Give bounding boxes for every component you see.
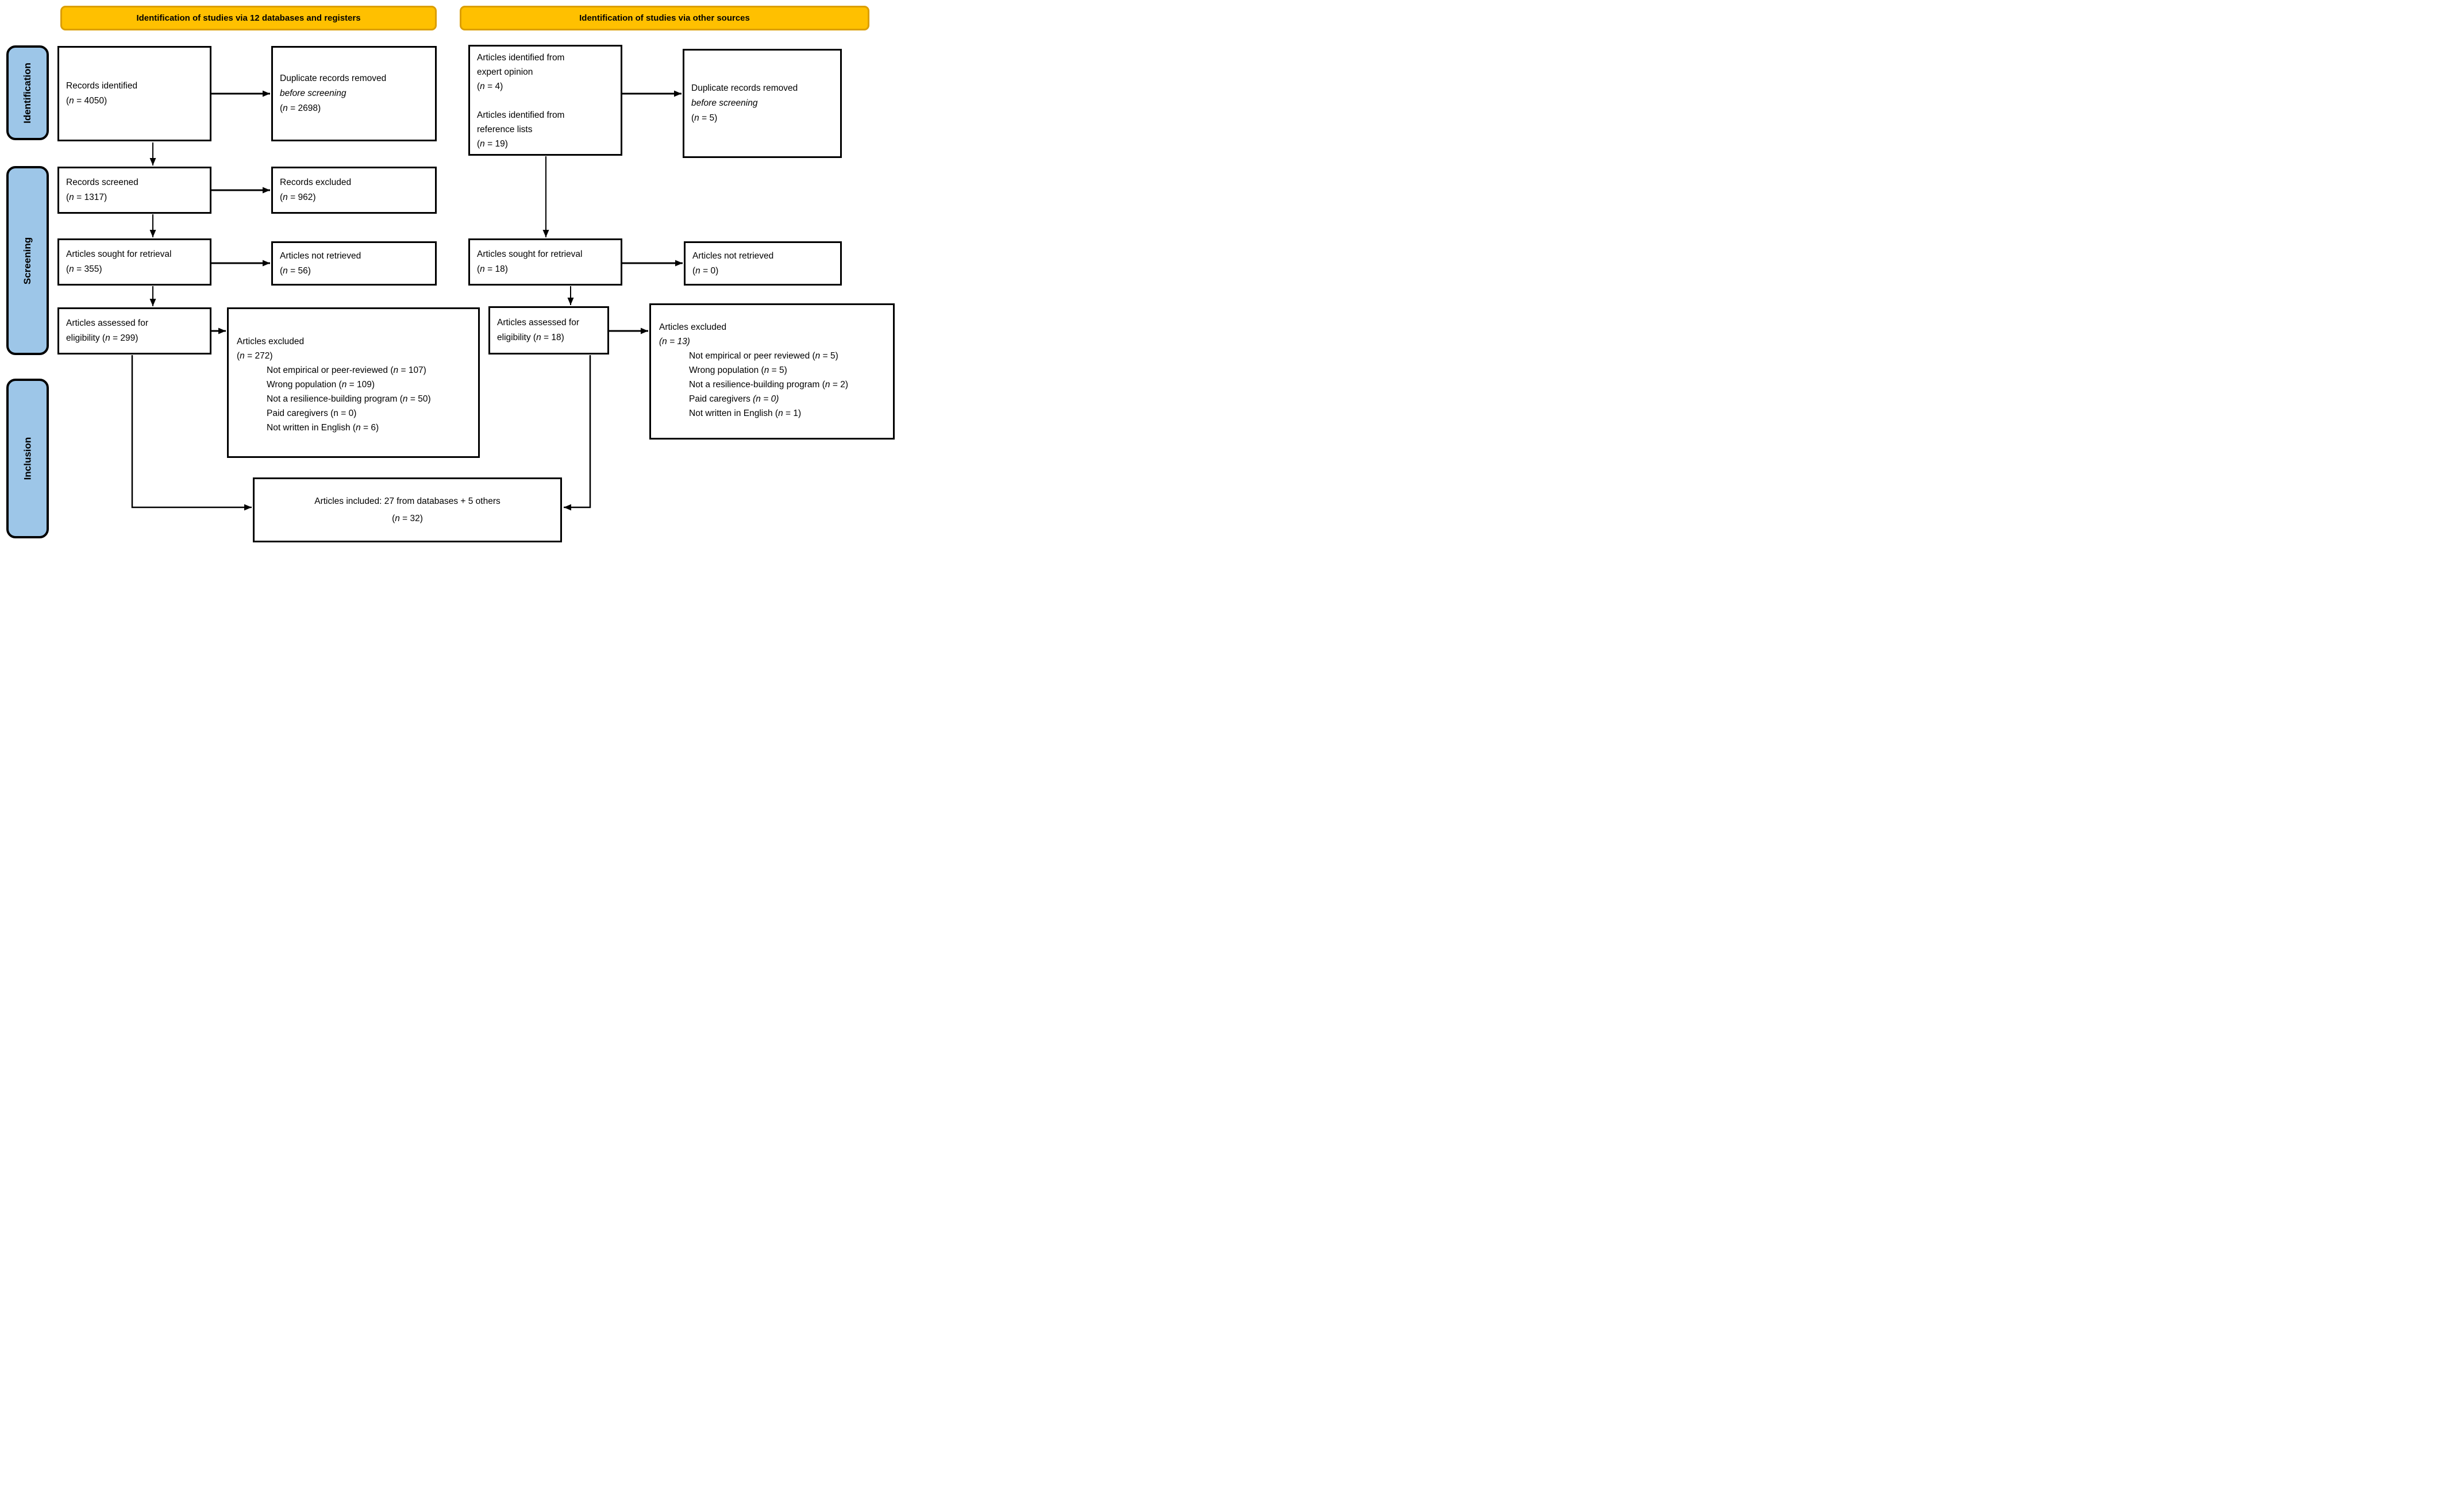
box-articles-included: Articles included: 27 from databases + 5…: [253, 477, 562, 542]
text-line: Wrong population (n = 109): [267, 380, 375, 390]
text-line: Not a resilience-building program (n = 5…: [267, 394, 431, 404]
text-line: Not empirical or peer reviewed (n = 5): [689, 351, 838, 361]
text-line: (n = 355): [66, 264, 102, 274]
text-line: Records screened: [66, 178, 138, 187]
box-articles-not-retrieved-databases: Articles not retrieved (n = 56): [271, 241, 437, 286]
box-articles-sought-databases: Articles sought for retrieval (n = 355): [57, 238, 211, 286]
text-line: Articles assessed for: [497, 318, 579, 327]
text-line: (n = 5): [691, 113, 718, 123]
text-line: Not written in English (n = 6): [267, 423, 379, 433]
text-line: Not written in English (n = 1): [689, 409, 802, 418]
box-articles-identified-other-sources: Articles identified from expert opinion (n…: [468, 45, 622, 156]
text-line: (n = 4050): [66, 96, 107, 106]
text-line: Articles identified from: [477, 53, 565, 63]
articles-excluded-other-sources-heading: Articles excluded (n = 13): [659, 320, 885, 349]
text-line: before screening: [280, 88, 346, 98]
box-records-excluded: Records excluded (n = 962): [271, 167, 437, 214]
section-header-other-sources: Identification of studies via other sour…: [460, 6, 869, 30]
section-header-databases-label: Identification of studies via 12 databas…: [136, 13, 361, 23]
text-line: [477, 94, 614, 108]
text-line: (n = 56): [280, 265, 311, 276]
box-articles-excluded-databases: Articles excluded (n = 272) Not empirical…: [227, 307, 480, 458]
text-line: (n = 4): [477, 82, 503, 91]
text-line: Articles identified from: [477, 110, 565, 120]
box-duplicates-removed-other-sources: Duplicate records removed before screenin…: [683, 49, 842, 158]
text-line: (n = 962): [280, 192, 316, 202]
text-line: Not empirical or peer-reviewed (n = 107): [267, 365, 426, 375]
box-duplicates-removed-databases: Duplicate records removed before screenin…: [271, 46, 437, 141]
text-line: (n = 19): [477, 139, 508, 149]
text-line: Duplicate records removed: [691, 83, 798, 93]
text-line: (n = 18): [477, 264, 508, 274]
arrow-other-assessed-to-included-right: [564, 355, 591, 511]
text-line: Articles sought for retrieval: [477, 249, 583, 259]
text-line: Not a resilience-building program (n = 2…: [689, 380, 848, 390]
box-articles-excluded-other-sources: Articles excluded (n = 13) Not empirical …: [649, 303, 895, 440]
box-records-identified: Records identified (n = 4050): [57, 46, 211, 141]
text-line: Articles included: 27 from databases + 5…: [314, 496, 500, 506]
text-line: Articles excluded: [659, 322, 727, 332]
text-line: (n = 13): [659, 337, 690, 346]
text-line: Articles excluded: [237, 337, 305, 346]
box-articles-assessed-databases: Articles assessed for eligibility (n = 29…: [57, 307, 211, 355]
box-articles-sought-other-sources: Articles sought for retrieval (n = 18): [468, 238, 622, 286]
text-line: (n = 272): [237, 351, 273, 361]
text-line: Articles sought for retrieval: [66, 249, 172, 259]
articles-excluded-other-sources-reasons: Not empirical or peer reviewed (n = 5) Wr…: [689, 349, 885, 421]
stage-label-screening-text: Screening: [22, 237, 33, 284]
text-line: (n = 0): [692, 265, 719, 276]
text-line: (n = 2698): [280, 103, 321, 113]
articles-excluded-databases-heading: Articles excluded (n = 272): [237, 334, 470, 363]
stage-label-screening: Screening: [6, 166, 49, 355]
section-header-databases: Identification of studies via 12 databas…: [60, 6, 437, 30]
text-line: Records excluded: [280, 178, 352, 187]
stage-label-identification: Identification: [6, 45, 49, 140]
text-line: Wrong population (n = 5): [689, 365, 787, 375]
text-line: before screening: [691, 98, 758, 108]
text-line: eligibility (n = 18): [497, 333, 564, 342]
text-line: Duplicate records removed: [280, 74, 387, 83]
box-articles-not-retrieved-other-sources: Articles not retrieved (n = 0): [684, 241, 842, 286]
section-header-other-sources-label: Identification of studies via other sour…: [579, 13, 750, 23]
text-line: Articles not retrieved: [280, 251, 361, 261]
text-line: (n = 32): [392, 513, 423, 523]
text-line: Records identified: [66, 81, 138, 91]
text-line: Paid caregivers (n = 0): [689, 394, 779, 404]
articles-excluded-databases-reasons: Not empirical or peer-reviewed (n = 107)…: [267, 363, 470, 435]
text-line: expert opinion: [477, 67, 533, 77]
text-line: Paid caregivers (n = 0): [267, 409, 357, 418]
box-records-screened: Records screened (n = 1317): [57, 167, 211, 214]
prisma-flow-diagram: Identification of studies via 12 databas…: [0, 0, 901, 546]
text-line: reference lists: [477, 125, 533, 134]
text-line: (n = 1317): [66, 192, 107, 202]
stage-label-identification-text: Identification: [22, 62, 33, 124]
text-line: Articles assessed for: [66, 318, 148, 328]
box-articles-assessed-other-sources: Articles assessed for eligibility (n = 18…: [488, 306, 609, 355]
stage-label-inclusion-text: Inclusion: [22, 437, 33, 480]
text-line: eligibility (n = 299): [66, 333, 138, 343]
stage-label-inclusion: Inclusion: [6, 379, 49, 538]
text-line: Articles not retrieved: [692, 251, 774, 261]
